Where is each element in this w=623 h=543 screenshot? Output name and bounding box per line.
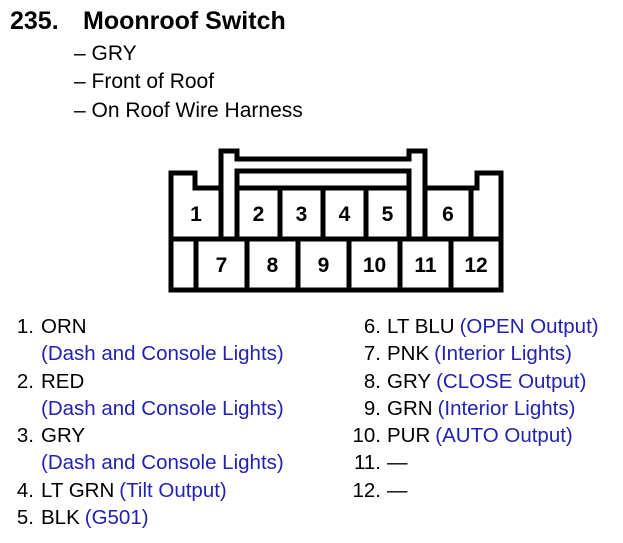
legend-entry-5: 5. BLK(G501) — [10, 504, 284, 531]
pin-10-label: 10 — [363, 254, 386, 277]
pin-2-label: 2 — [253, 203, 265, 226]
wire-color: — — [387, 451, 408, 475]
wire-function: (Interior Lights) — [437, 396, 576, 420]
wire-function: (CLOSE Output) — [436, 369, 587, 393]
section-heading: 235. Moonroof Switch — [10, 8, 286, 34]
pin-11-label: 11 — [414, 254, 437, 277]
wire-color: GRN — [387, 396, 433, 420]
pin-number: 5. — [16, 506, 34, 530]
pin-6-label: 6 — [442, 203, 454, 226]
pin-number: 9. — [363, 396, 381, 420]
pin-5-label: 5 — [382, 203, 394, 226]
pin-legend-right: 6. LT BLU(OPEN Output) 7. PNK(Interior L… — [340, 313, 599, 504]
pin-number: 8. — [363, 369, 381, 393]
legend-entry-2: 2. RED (Dash and Console Lights) — [10, 368, 284, 423]
detail-harness: – On Roof Wire Harness — [74, 98, 303, 122]
wire-function: (Dash and Console Lights) — [41, 451, 284, 475]
pin-number: 4. — [16, 478, 34, 502]
wire-color: BLK — [41, 506, 80, 530]
pin-12-label: 12 — [464, 254, 487, 277]
pin-number: 3. — [16, 424, 34, 448]
connector-drawing: 1 2 3 4 5 6 7 8 9 10 11 12 — [168, 148, 504, 293]
pin-9-label: 9 — [318, 254, 330, 277]
pin-8-label: 8 — [267, 254, 279, 277]
detail-location: – Front of Roof — [74, 70, 215, 94]
wire-function: (Interior Lights) — [434, 342, 573, 366]
wire-function: (AUTO Output) — [435, 424, 573, 448]
pin-3-label: 3 — [296, 203, 308, 226]
pin-number: 11. — [354, 451, 381, 475]
pin-number: 1. — [16, 315, 34, 338]
wire-function: (Dash and Console Lights) — [41, 342, 284, 366]
wire-color: GRY — [387, 369, 432, 393]
legend-entry-4: 4. LT GRN(Tilt Output) — [10, 477, 284, 504]
wire-function: (G501) — [84, 506, 149, 530]
legend-entry-6: 6. LT BLU(OPEN Output) — [340, 313, 599, 340]
wire-color: ORN — [41, 315, 87, 338]
pin-7-label: 7 — [216, 254, 228, 277]
wire-color: PNK — [387, 342, 430, 366]
legend-entry-12: 12. — — [340, 477, 599, 504]
pin-number: 12. — [352, 478, 382, 502]
pin-number: 2. — [16, 369, 34, 393]
pin-4-label: 4 — [339, 203, 351, 226]
connector-details: – GRY – Front of Roof – On Roof Wire Har… — [74, 40, 303, 125]
wire-function: (Tilt Output) — [119, 478, 227, 502]
connector-latch — [218, 148, 428, 242]
wire-color: RED — [41, 369, 85, 393]
wire-function: (OPEN Output) — [459, 315, 599, 338]
wire-color: — — [387, 478, 408, 502]
wire-color: GRY — [41, 424, 86, 448]
pin-number: 7. — [363, 342, 381, 366]
section-number: 235. — [10, 7, 59, 35]
legend-entry-9: 9. GRN(Interior Lights) — [340, 395, 599, 422]
legend-entry-1: 1. ORN (Dash and Console Lights) — [10, 313, 284, 368]
legend-entry-10: 10. PUR(AUTO Output) — [340, 422, 599, 449]
pin-1-label: 1 — [190, 203, 202, 226]
connector-diagram: 1 2 3 4 5 6 7 8 9 10 11 12 — [168, 147, 504, 295]
wire-function: (Dash and Console Lights) — [41, 396, 284, 420]
detail-color: – GRY — [74, 42, 137, 65]
legend-entry-7: 7. PNK(Interior Lights) — [340, 340, 599, 367]
wire-color: PUR — [387, 424, 431, 448]
wire-color: LT GRN — [41, 478, 115, 502]
pin-legend-left: 1. ORN (Dash and Console Lights) 2. RED (D… — [10, 313, 284, 531]
legend-entry-11: 11. — — [340, 449, 599, 476]
pin-number: 10. — [352, 424, 382, 448]
wire-color: LT BLU — [387, 315, 455, 338]
page-title: Moonroof Switch — [83, 7, 286, 35]
legend-entry-8: 8. GRY(CLOSE Output) — [340, 368, 599, 395]
legend-entry-3: 3. GRY (Dash and Console Lights) — [10, 422, 284, 477]
pin-number: 6. — [363, 315, 381, 338]
